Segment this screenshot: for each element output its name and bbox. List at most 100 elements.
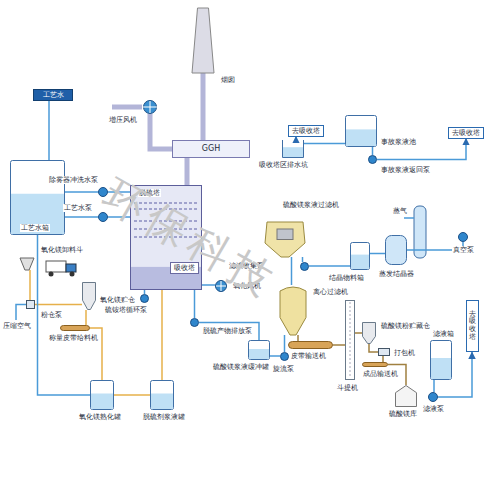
equipment-label: 事故浆液池 (380, 138, 417, 146)
equipment-label: 真空泵 (452, 246, 475, 254)
pipe-line (29, 270, 31, 300)
equipment-node: 吸收塔区排水坑 (282, 140, 304, 158)
shape-part (11, 194, 64, 234)
equipment-node: 脱硫产物排放泵 (190, 318, 199, 327)
pipe-line (295, 137, 297, 141)
shape-part (346, 129, 376, 146)
equipment-node: 事故浆液返回泵 (368, 155, 377, 164)
shape-part (300, 262, 309, 271)
shape-part (248, 340, 270, 360)
shape-part (351, 243, 370, 270)
shape-part (192, 8, 214, 73)
shape-part (350, 242, 370, 270)
shape-part (277, 229, 293, 240)
equipment-label: 硫酸镁粉贮藏仓 (380, 322, 431, 330)
equipment-label: 硫酸镁浆液过滤机 (282, 201, 340, 209)
shape-part (379, 349, 390, 356)
shape-part (278, 285, 308, 335)
shape-part (60, 325, 90, 331)
equipment-node: 硫酸镁浆液过滤机 (265, 222, 305, 257)
shape-part (386, 236, 407, 265)
pipe-line (304, 143, 345, 145)
equipment-label: 去吸收塔 (451, 129, 481, 137)
equipment-node: 蒸发结晶器 (385, 235, 407, 265)
equipment-node: 工艺水箱 (10, 160, 65, 235)
equipment-node: 滤液箱 (430, 340, 452, 380)
shape-part (91, 381, 114, 410)
equipment-label: 去吸收塔 (291, 127, 321, 135)
shape-part (429, 393, 438, 402)
equipment-node: 斗提机 (345, 300, 355, 380)
pipe-line (433, 380, 435, 392)
equipment-node: 滤液收集泵 (300, 262, 309, 271)
equipment-label: 增压风机 (108, 116, 138, 124)
shape-part (192, 8, 214, 73)
pipe-line (65, 216, 98, 218)
truck-cab (66, 264, 76, 272)
equipment-label: 称量皮带给料机 (48, 334, 99, 342)
shape-part (83, 283, 96, 310)
equipment-node: 脱硫剂浆液罐 (150, 380, 174, 410)
shape-part (280, 352, 289, 361)
equipment-node: 烟囱 (192, 8, 214, 73)
shape-part (150, 380, 174, 410)
shape-part (91, 394, 113, 410)
shape-part (345, 300, 355, 380)
equipment-label: 脱硫剂浆液罐 (142, 413, 186, 421)
shape-part (431, 341, 452, 380)
equipment-node: GGH (172, 140, 250, 158)
equipment-node: 去吸收塔 (466, 300, 479, 352)
equipment-node: 离心过滤机 (278, 285, 308, 335)
shape-part (283, 147, 303, 157)
pipe-line (35, 304, 82, 306)
equipment-label: GGH (201, 144, 221, 154)
equipment-label: 离心过滤机 (312, 288, 349, 296)
truck-wheel (49, 272, 54, 277)
equipment-label: 工艺水箱 (20, 224, 50, 232)
shape-part (142, 100, 158, 114)
shape-part (369, 156, 377, 164)
shape-part (90, 380, 114, 410)
pipe-line (369, 344, 378, 352)
equipment-node: 去吸收塔 (288, 125, 324, 137)
equipment-node: 工艺水 (33, 89, 73, 101)
equipment-node: 粉仓泵 (26, 300, 35, 309)
equipment-label: 吸收塔区排水坑 (258, 161, 309, 169)
pipe-line (355, 332, 362, 334)
flue-inlet (112, 105, 142, 110)
equipment-node: 硫酸镁粉贮藏仓 (362, 322, 376, 344)
shape-part (345, 115, 377, 147)
shape-part (281, 353, 289, 361)
shape-part (288, 341, 333, 349)
equipment-node: 硫酸镁浆液缓冲罐 (248, 340, 270, 360)
equipment-label: 滤液泵 (422, 405, 445, 413)
equipment-node: 氧化镁贮仓 (82, 282, 96, 310)
pipe-line (370, 253, 385, 255)
shape-part (430, 340, 452, 380)
equipment-label: 旋流泵 (272, 365, 295, 373)
pipe-line (270, 355, 280, 357)
shape-part (144, 101, 157, 114)
shape-part (20, 258, 34, 270)
equipment-label: 斗提机 (336, 384, 359, 392)
shape-part (362, 362, 388, 367)
shape-part (385, 235, 407, 265)
equipment-label: 硫铵塔循环泵 (104, 306, 148, 314)
shape-part (82, 282, 96, 310)
equipment-node: 氧化镁熟化罐 (90, 380, 114, 410)
truck-wheel (70, 272, 75, 277)
equipment-label: 蒸发结晶器 (378, 270, 415, 278)
shape-part (26, 300, 35, 309)
equipment-node: 增压风机 (142, 100, 158, 114)
equipment-label: 工艺水泵 (63, 204, 93, 212)
shape-part (11, 161, 65, 235)
note-label: 蒸气 (392, 207, 408, 215)
equipment-label: 事故浆液返回泵 (380, 166, 431, 174)
shape-part (143, 101, 157, 113)
pipe-line (65, 191, 98, 193)
shape-part (249, 349, 269, 359)
shape-part (27, 301, 35, 309)
equipment-node: 打包机 (378, 348, 390, 356)
shape-part (151, 394, 173, 410)
pipe-line (382, 356, 384, 362)
